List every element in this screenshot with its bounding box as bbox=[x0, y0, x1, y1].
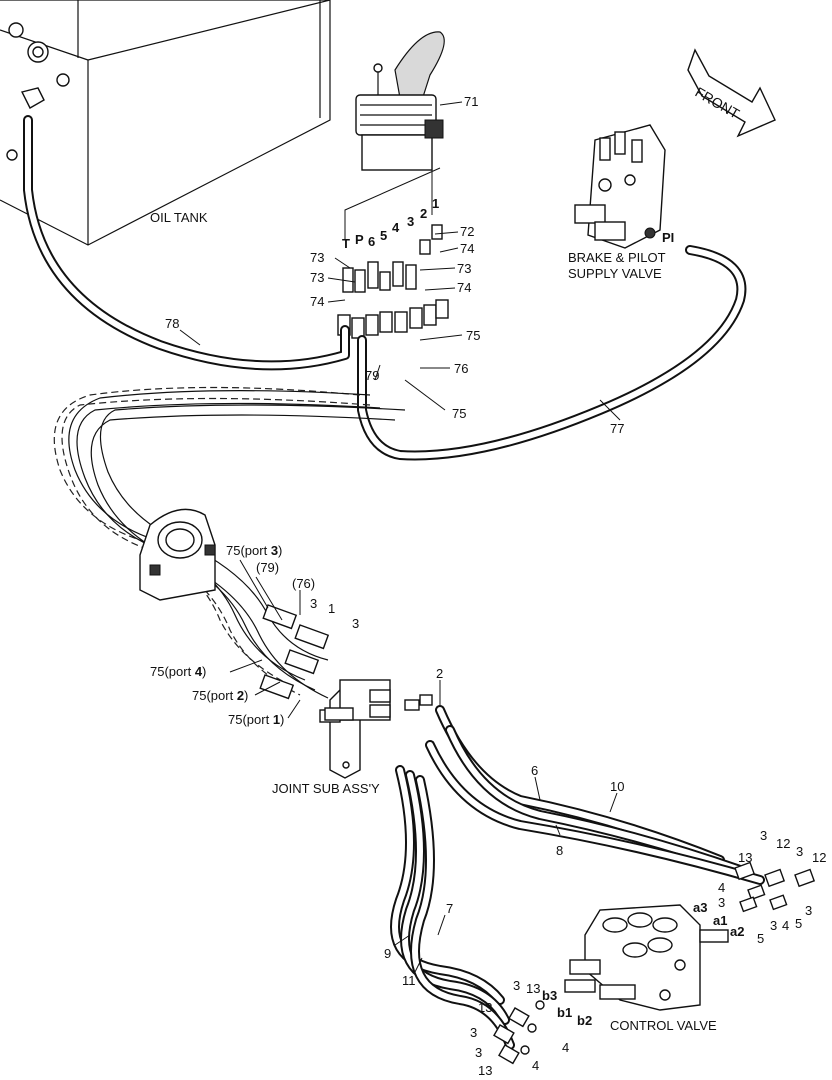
port-T: T bbox=[342, 236, 350, 251]
a-port-fittings bbox=[734, 861, 816, 913]
callout-bl3-b: 3 bbox=[475, 1045, 482, 1060]
port-6: 6 bbox=[368, 234, 375, 249]
control-valve-label: CONTROL VALVE bbox=[610, 1018, 717, 1033]
callout-r5-b: 5 bbox=[757, 931, 764, 946]
callout-3-a: 3 bbox=[310, 596, 317, 611]
port-a3: a3 bbox=[693, 900, 707, 915]
callout-75-b: 75 bbox=[452, 406, 466, 421]
callout-r4-b: 4 bbox=[782, 918, 789, 933]
callout-9: 9 bbox=[384, 946, 391, 961]
port-a1: a1 bbox=[713, 913, 727, 928]
callout-74-b: 74 bbox=[457, 280, 471, 295]
callout-r5-a: 5 bbox=[795, 916, 802, 931]
port-2: 2 bbox=[420, 206, 427, 221]
callout-75-port1: 75(port 1) bbox=[228, 712, 284, 727]
callout-bl13-b: 13 bbox=[478, 1063, 492, 1078]
callout-75-a: 75 bbox=[466, 328, 480, 343]
port-3: 3 bbox=[407, 214, 414, 229]
port-b1: b1 bbox=[557, 1005, 572, 1020]
b-port-fittings bbox=[493, 1000, 545, 1065]
port-1: 1 bbox=[432, 196, 439, 211]
callout-73-b: 73 bbox=[310, 250, 324, 265]
callout-r4-a: 4 bbox=[718, 880, 725, 895]
control-valve bbox=[564, 904, 729, 1011]
port-P: P bbox=[355, 232, 364, 247]
callout-74-c: 74 bbox=[310, 294, 324, 309]
port-4: 4 bbox=[392, 220, 400, 235]
brake-valve-label-1: BRAKE & PILOT bbox=[568, 250, 666, 265]
brake-valve-label-2: SUPPLY VALVE bbox=[568, 266, 662, 281]
callout-73-c: 73 bbox=[310, 270, 324, 285]
callout-75-port3: 75(port 3) bbox=[226, 543, 282, 558]
callout-r3-b: 3 bbox=[796, 844, 803, 859]
front-arrow bbox=[687, 48, 776, 138]
callout-bl4-a: 4 bbox=[562, 1040, 569, 1055]
callout-8: 8 bbox=[556, 843, 563, 858]
callout-71: 71 bbox=[464, 94, 478, 109]
hoses-6-8-10 bbox=[425, 705, 765, 885]
joint-sub-assy bbox=[319, 679, 433, 779]
callout-r12-a: 12 bbox=[776, 836, 790, 851]
hose-77 bbox=[357, 245, 747, 461]
callout-7: 7 bbox=[446, 901, 453, 916]
callout-bl4-b: 4 bbox=[532, 1058, 539, 1073]
callout-1: 1 bbox=[328, 601, 335, 616]
pi-port-label: PI bbox=[662, 230, 674, 245]
callout-6: 6 bbox=[531, 763, 538, 778]
callout-r12-b: 12 bbox=[812, 850, 826, 865]
callout-10: 10 bbox=[610, 779, 624, 794]
hose-clamp-bracket bbox=[139, 508, 216, 601]
pilot-joystick bbox=[355, 31, 445, 171]
callout-11: 11 bbox=[402, 973, 416, 988]
callout-r13-a: 13 bbox=[738, 850, 752, 865]
leader-lines bbox=[179, 101, 621, 973]
oil-tank bbox=[0, 0, 331, 246]
port-b3: b3 bbox=[542, 988, 557, 1003]
callout-bl13-a: 13 bbox=[478, 1000, 492, 1015]
callout-r3-a: 3 bbox=[760, 828, 767, 843]
callout-r3-e: 3 bbox=[770, 918, 777, 933]
callout-76: 76 bbox=[454, 361, 468, 376]
port-fittings bbox=[337, 224, 449, 339]
hose-78 bbox=[23, 115, 350, 371]
callout-r3-c: 3 bbox=[718, 895, 725, 910]
port-5: 5 bbox=[380, 228, 387, 243]
callout-79-paren: (79) bbox=[256, 560, 279, 575]
brake-pilot-supply-valve bbox=[574, 124, 666, 249]
port-b2: b2 bbox=[577, 1013, 592, 1028]
hoses-7-9-11 bbox=[390, 765, 515, 1050]
callout-b3-13: 13 bbox=[526, 981, 540, 996]
oil-tank-label: OIL TANK bbox=[150, 210, 208, 225]
callout-r3-d: 3 bbox=[805, 903, 812, 918]
port-a2: a2 bbox=[730, 924, 744, 939]
callout-77: 77 bbox=[610, 421, 624, 436]
callout-72: 72 bbox=[460, 224, 474, 239]
callout-74-a: 74 bbox=[460, 241, 474, 256]
callout-75-port4: 75(port 4) bbox=[150, 664, 206, 679]
callout-76-paren: (76) bbox=[292, 576, 315, 591]
callout-73-a: 73 bbox=[457, 261, 471, 276]
joint-sub-label: JOINT SUB ASS'Y bbox=[272, 781, 380, 796]
callout-2: 2 bbox=[436, 666, 443, 681]
callout-b3-3: 3 bbox=[513, 978, 520, 993]
callout-3-b: 3 bbox=[352, 616, 359, 631]
callout-78: 78 bbox=[165, 316, 179, 331]
callout-79: 79 bbox=[365, 368, 379, 383]
callout-bl3-a: 3 bbox=[470, 1025, 477, 1040]
callout-75-port2: 75(port 2) bbox=[192, 688, 248, 703]
